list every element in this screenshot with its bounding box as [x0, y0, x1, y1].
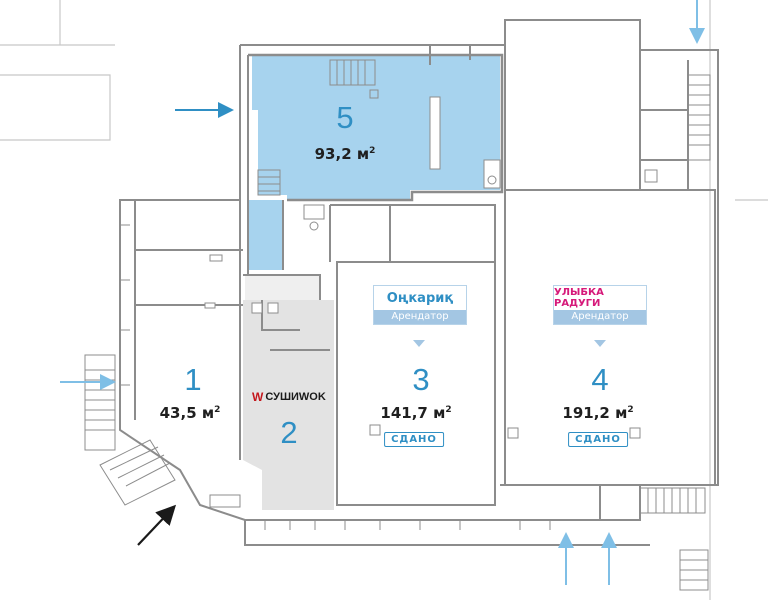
common-area-top	[245, 275, 320, 300]
unit-4-tenant-card: УЛЫБКА РАДУГИ Арендатор	[553, 285, 647, 325]
unit-4-status-badge: СДАНО	[568, 432, 628, 447]
unit-4-area-value: 191,2 м	[562, 404, 628, 422]
walls	[119, 19, 719, 546]
unit-3-tenant-logo: Оңкариқ	[386, 290, 454, 306]
unit-3-tenant-card: Оңкариқ Арендатор	[373, 285, 467, 325]
entrance-arrow-icon	[137, 504, 177, 546]
unit-4-tenant-logo: УЛЫБКА РАДУГИ	[554, 287, 604, 309]
sushiwok-mark: W	[252, 390, 264, 404]
windows	[120, 224, 551, 530]
unit-5-area: 93,2 м2	[315, 145, 376, 163]
unit-4-area-sup: 2	[627, 405, 634, 415]
common-area	[243, 300, 334, 510]
unit-4-number: 4	[591, 362, 609, 397]
unit-3-pointer-icon	[413, 340, 425, 347]
unit-4-tenant-role: Арендатор	[554, 310, 646, 324]
unit-4-pointer-icon	[594, 340, 606, 347]
unit-1-area-sup: 2	[214, 405, 221, 415]
unit-5-area-sup: 2	[369, 146, 376, 156]
unit-3-area: 141,7 м2	[380, 404, 451, 422]
unit-5-room	[252, 55, 500, 200]
unit-3-tenant-role: Арендатор	[374, 310, 466, 324]
unit-1-area-value: 43,5 м	[159, 404, 215, 422]
unit-5-area-value: 93,2 м	[314, 145, 370, 163]
unit-2-number: 2	[280, 415, 298, 450]
unit-1-area: 43,5 м2	[160, 404, 221, 422]
unit-5-corridor	[248, 200, 283, 270]
unit-3-area-sup: 2	[445, 405, 452, 415]
unit-3-area-value: 141,7 м	[380, 404, 446, 422]
stairs	[84, 59, 711, 591]
unit-3-number: 3	[412, 362, 430, 397]
unit-4-area: 191,2 м2	[562, 404, 633, 422]
unit-1-number: 1	[184, 362, 202, 397]
sushiwok-name: СУШИWOK	[265, 391, 326, 403]
fixtures	[204, 89, 658, 508]
unit-3-status-badge: СДАНО	[384, 432, 444, 447]
sushiwok-logo: W СУШИWOK	[252, 390, 326, 404]
unit-5-number: 5	[336, 100, 354, 135]
